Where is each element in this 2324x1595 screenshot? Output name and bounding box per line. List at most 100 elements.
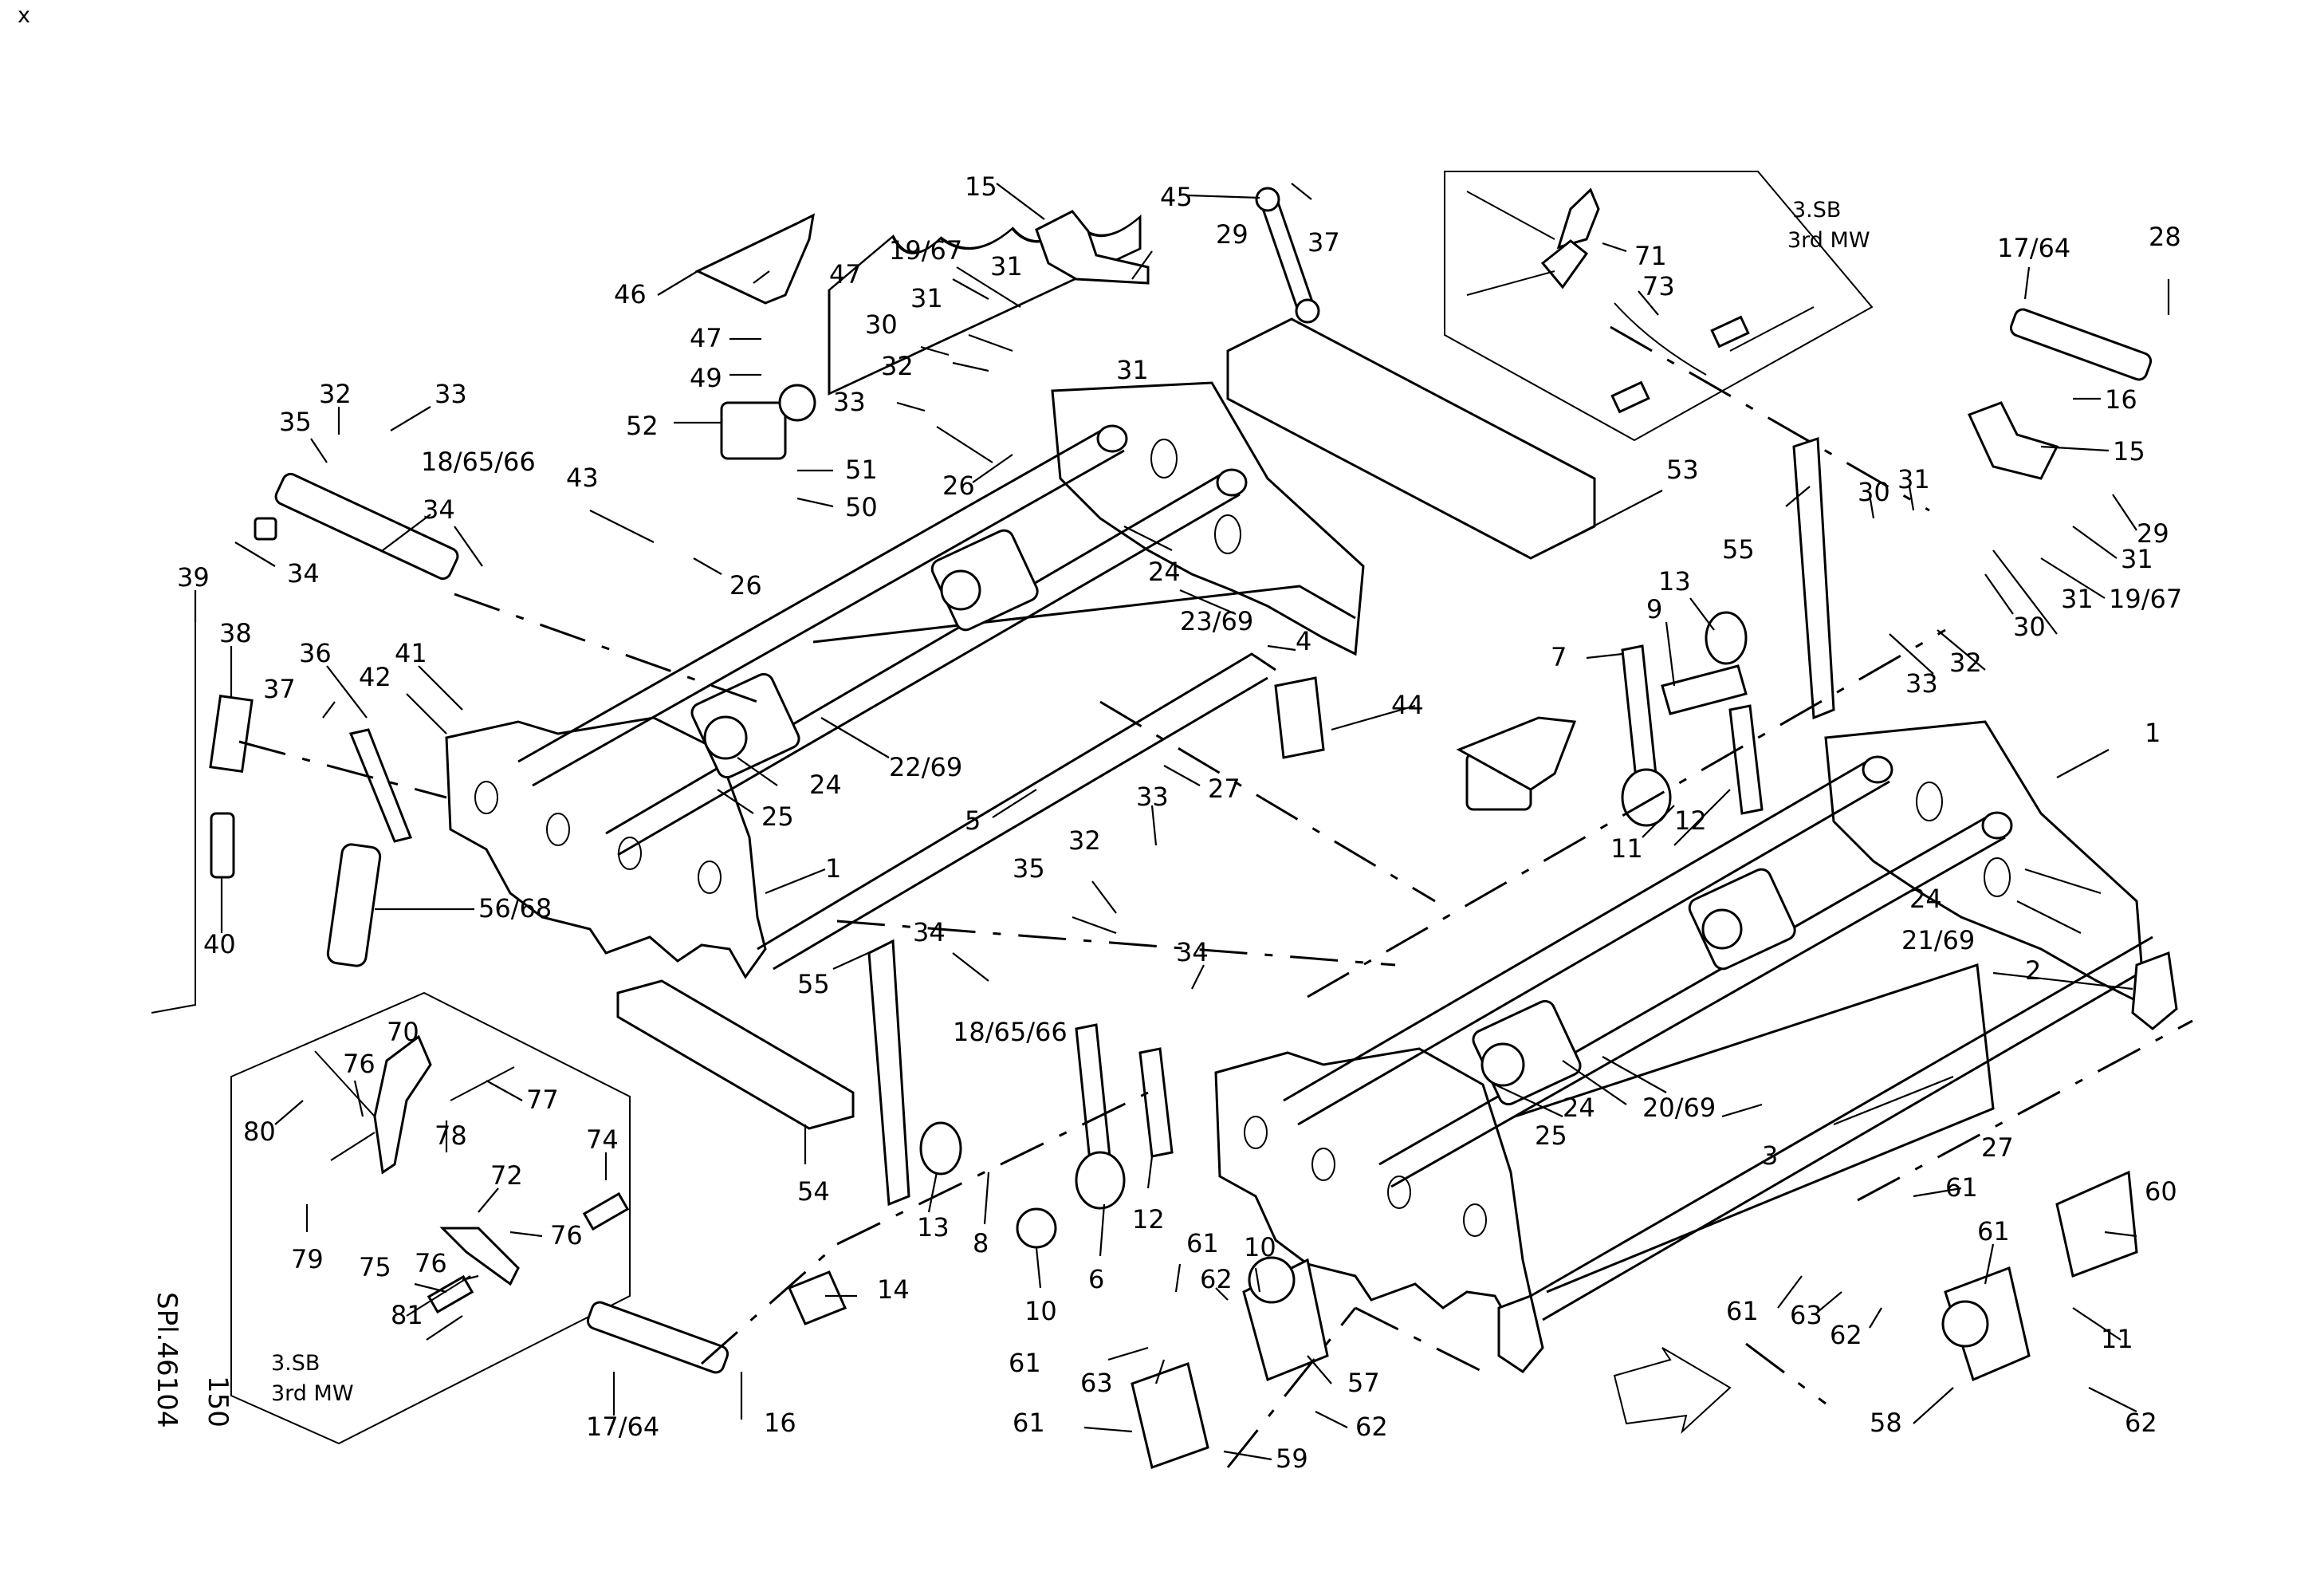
callout-61: 61 <box>1013 1408 1045 1438</box>
callout-24: 24 <box>1148 557 1181 587</box>
callout-2: 2 <box>2025 955 2041 986</box>
callout-18-65-66: 18/65/66 <box>421 447 536 477</box>
callout-25: 25 <box>761 801 794 832</box>
corner-mark: x <box>18 3 30 28</box>
callout-47: 47 <box>829 259 862 289</box>
callout-26: 26 <box>729 570 762 601</box>
callout-15: 15 <box>965 171 997 202</box>
callout-62: 62 <box>1355 1412 1388 1442</box>
callout-1: 1 <box>825 853 841 884</box>
callout-33: 33 <box>1905 668 1938 699</box>
callout-58: 58 <box>1870 1408 1902 1438</box>
callout-30: 30 <box>1858 477 1890 507</box>
callout-34: 34 <box>1176 937 1209 967</box>
callout-54: 54 <box>797 1176 830 1207</box>
callout-labels: 15 45 37 19/67 31 29 30 31 32 31 33 26 4… <box>177 171 2182 1474</box>
callout-35: 35 <box>1013 853 1045 884</box>
callout-4: 4 <box>1296 626 1311 656</box>
callout-43: 43 <box>566 463 599 493</box>
callout-33: 33 <box>1136 782 1169 812</box>
callout-51: 51 <box>845 455 878 485</box>
dashdot-lines <box>238 325 2193 1468</box>
callout-13: 13 <box>1658 566 1691 597</box>
callout-50: 50 <box>845 492 878 522</box>
callout-45: 45 <box>1160 182 1193 212</box>
callout-8: 8 <box>973 1228 989 1258</box>
callout-27: 27 <box>1981 1132 2014 1163</box>
leader-lines <box>194 183 2170 1461</box>
callout-12: 12 <box>1674 805 1707 836</box>
callout-72: 72 <box>490 1160 523 1191</box>
callout-22-69: 22/69 <box>889 752 962 782</box>
callout-29: 29 <box>1216 219 1249 250</box>
callout-31: 31 <box>990 251 1023 282</box>
callout-41: 41 <box>395 638 427 668</box>
callout-32: 32 <box>319 379 352 409</box>
callout-19-67: 19/67 <box>889 235 962 266</box>
callout-42: 42 <box>359 662 391 692</box>
callout-10: 10 <box>1024 1296 1057 1326</box>
callout-73: 73 <box>1642 271 1675 301</box>
callout-44: 44 <box>1391 690 1424 720</box>
callout-49: 49 <box>690 363 722 393</box>
callout-76: 76 <box>550 1220 583 1250</box>
callout-14: 14 <box>877 1274 910 1305</box>
callout-55: 55 <box>1722 534 1755 565</box>
callout-53: 53 <box>1666 455 1699 485</box>
callout-33: 33 <box>833 387 866 417</box>
callout-11: 11 <box>2101 1324 2133 1354</box>
callout-39: 39 <box>177 562 210 593</box>
callout-62: 62 <box>1830 1320 1862 1350</box>
callout-71: 71 <box>1634 241 1667 271</box>
callout-34: 34 <box>287 558 320 589</box>
callout-12: 12 <box>1132 1204 1165 1235</box>
callout-63: 63 <box>1080 1368 1113 1398</box>
callout-6: 6 <box>1088 1264 1104 1294</box>
callout-35: 35 <box>279 407 312 437</box>
callout-21-69: 21/69 <box>1901 925 1975 955</box>
callout-37: 37 <box>263 674 296 704</box>
callout-10: 10 <box>1244 1232 1276 1262</box>
callout-15: 15 <box>2113 436 2145 467</box>
callout-16: 16 <box>2105 384 2137 415</box>
callout-31: 31 <box>1116 355 1149 385</box>
callout-61: 61 <box>1186 1228 1219 1258</box>
callout-75: 75 <box>359 1252 391 1282</box>
callout-11: 11 <box>1610 833 1643 864</box>
callout-46: 46 <box>614 279 647 309</box>
callout-7: 7 <box>1551 642 1567 672</box>
callout-30: 30 <box>2013 612 2046 642</box>
callout-33: 33 <box>435 379 467 409</box>
callout-47: 47 <box>690 323 722 353</box>
callout-74: 74 <box>586 1124 619 1155</box>
callout-77: 77 <box>526 1085 559 1115</box>
callout-80: 80 <box>243 1116 276 1147</box>
callout-59: 59 <box>1276 1443 1308 1474</box>
callout-32: 32 <box>1068 825 1101 856</box>
callout-36: 36 <box>299 638 332 668</box>
callout-81: 81 <box>391 1300 423 1330</box>
callout-24: 24 <box>1563 1093 1595 1123</box>
callout-61: 61 <box>1945 1172 1978 1203</box>
callout-40: 40 <box>203 929 236 959</box>
callout-61: 61 <box>1009 1348 1041 1378</box>
inset-top-right-line2: 3rd MW <box>1787 228 1870 253</box>
callout-78: 78 <box>435 1120 467 1151</box>
callout-62: 62 <box>1200 1264 1233 1294</box>
frame-front-assembly <box>1214 720 2178 1373</box>
callout-37: 37 <box>1307 227 1340 258</box>
callout-76: 76 <box>415 1248 447 1278</box>
callout-24: 24 <box>1909 884 1942 914</box>
callout-34: 34 <box>913 917 946 947</box>
callout-3: 3 <box>1762 1140 1778 1171</box>
callout-5: 5 <box>965 805 981 836</box>
callout-32: 32 <box>881 351 914 381</box>
callout-56-68: 56/68 <box>478 893 552 924</box>
callout-26: 26 <box>942 471 975 501</box>
callout-27: 27 <box>1208 774 1241 804</box>
callout-52: 52 <box>626 411 659 441</box>
callout-19-67: 19/67 <box>2109 584 2182 614</box>
callout-29: 29 <box>2137 518 2169 549</box>
callout-70: 70 <box>387 1017 419 1047</box>
callout-23-69: 23/69 <box>1180 606 1253 636</box>
